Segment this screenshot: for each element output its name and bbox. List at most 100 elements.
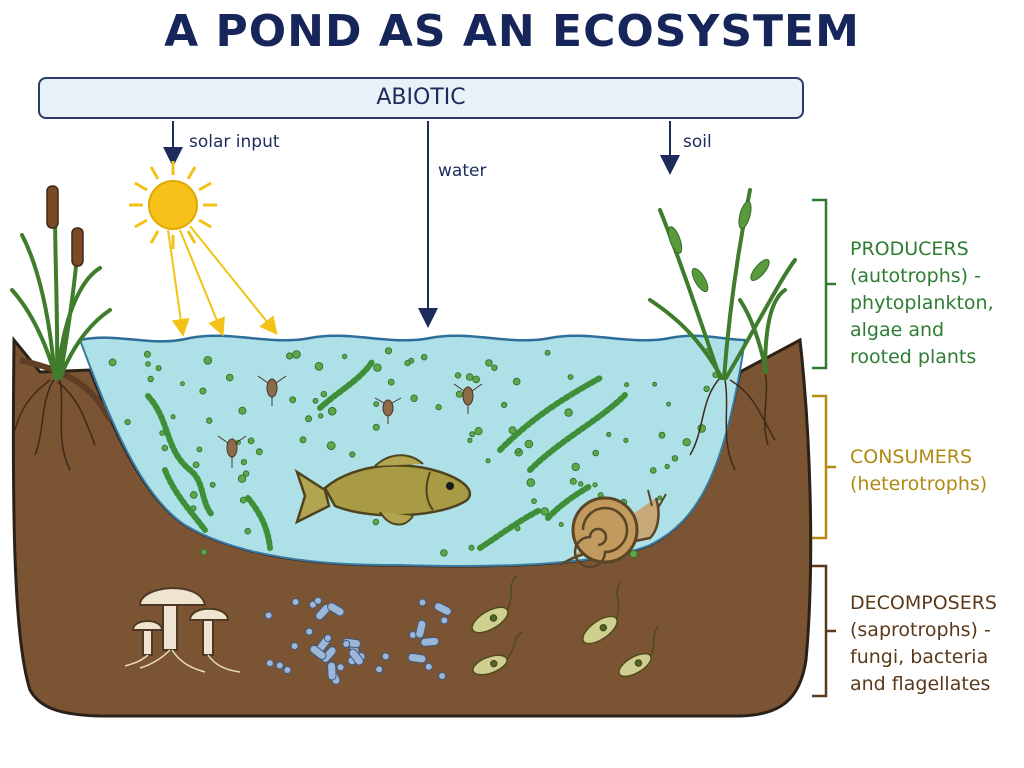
bacterium-coccus: [375, 665, 384, 674]
sun-ray: [198, 181, 212, 192]
phytoplankton-cell: [247, 437, 255, 445]
sun-ray: [186, 230, 197, 244]
bacterium-coccus: [291, 598, 300, 606]
phytoplankton-cell: [237, 474, 247, 483]
phytoplankton-cell: [467, 437, 473, 443]
phytoplankton-cell: [327, 406, 337, 416]
consumers-line: (heterotrophs): [850, 473, 988, 495]
group-brackets: [812, 198, 836, 698]
phytoplankton-cell: [200, 548, 208, 556]
phytoplankton-cell: [143, 350, 151, 358]
phytoplankton-cell: [558, 522, 564, 528]
phytoplankton-cell: [649, 467, 657, 474]
phytoplankton-cell: [512, 377, 521, 386]
phytoplankton-cell: [161, 444, 168, 452]
phytoplankton-cell: [155, 365, 162, 372]
phytoplankton-cell: [205, 417, 213, 424]
phytoplankton-cell: [373, 401, 380, 408]
phytoplankton-cell: [485, 458, 491, 464]
bacterium-coccus: [438, 672, 447, 680]
algae-filaments: [145, 359, 628, 551]
bacterium-coccus: [418, 598, 427, 607]
bacterium-rod: [407, 652, 427, 664]
consumers-bracket: [812, 394, 836, 540]
phytoplankton-cell: [468, 544, 475, 551]
phytoplankton-cell: [147, 375, 154, 383]
phytoplankton-cell: [238, 406, 247, 415]
phytoplankton-cell: [410, 394, 418, 402]
phytoplankton-cell: [472, 375, 481, 384]
decomposers-line: fungi, bacteria: [850, 646, 989, 668]
phytoplankton-cell: [312, 397, 319, 404]
phytoplankton-cell: [285, 352, 294, 360]
phytoplankton-cell: [240, 458, 247, 466]
sun-ray: [134, 181, 148, 192]
bacterium-coccus: [290, 642, 299, 651]
consumers-text: CONSUMERS (heterotrophs): [850, 444, 987, 498]
consumers-heading: CONSUMERS: [850, 446, 973, 468]
water-label: water: [438, 161, 487, 181]
phytoplankton-cell: [652, 381, 657, 387]
phytoplankton-cell: [500, 401, 508, 408]
phytoplankton-cell: [658, 431, 666, 439]
phytoplankton-cell: [124, 418, 131, 426]
decomposers-line: and flagellates: [850, 673, 991, 695]
bacterium-coccus: [314, 596, 322, 605]
producers-line: (autotrophs) -: [850, 265, 981, 287]
phytoplankton-cell: [666, 401, 671, 407]
phytoplankton-cell: [531, 498, 537, 505]
bacterium-coccus: [381, 652, 390, 661]
phytoplankton-cell: [491, 364, 498, 371]
phytoplankton-cell: [372, 518, 380, 526]
phytoplankton-cell: [180, 381, 185, 387]
sun: [129, 161, 278, 337]
phytoplankton-cell: [255, 448, 263, 456]
soil-label: soil: [683, 132, 712, 152]
producers-text: PRODUCERS (autotrophs) - phytoplankton, …: [850, 236, 994, 371]
phytoplankton-cell: [225, 373, 234, 382]
phytoplankton-cell: [320, 390, 327, 398]
snail: [559, 489, 667, 569]
phytoplankton-cell: [571, 462, 580, 472]
phytoplankton-cell: [485, 359, 493, 367]
mushrooms: [124, 587, 241, 673]
bacterium-coccus: [264, 611, 273, 620]
phytoplankton-cell: [578, 481, 584, 487]
phytoplankton-cell: [564, 408, 573, 417]
phytoplankton-cell: [326, 441, 336, 451]
phytoplankton-cell: [569, 477, 577, 485]
producers-heading: PRODUCERS: [850, 238, 969, 260]
phytoplankton-cell: [524, 439, 534, 449]
abiotic-arrows: [163, 121, 680, 328]
phytoplankton-cell: [455, 390, 463, 398]
bacterium-coccus: [275, 661, 284, 670]
right-plants: [648, 188, 797, 471]
phytoplankton-cell: [387, 378, 395, 386]
bacterium-rod: [327, 661, 337, 681]
bacterium-rod: [433, 602, 452, 616]
phytoplankton-cell: [592, 482, 598, 488]
phytoplankton-cell: [544, 349, 551, 356]
phytoplankton-cell: [435, 404, 442, 411]
phytoplankton-cell: [190, 491, 198, 499]
phytoplankton-cell: [606, 431, 612, 438]
phytoplankton-cell: [349, 451, 356, 458]
bacterium-coccus: [283, 666, 292, 674]
producers-line: rooted plants: [850, 346, 977, 368]
left-plants: [10, 185, 112, 471]
phytoplankton-cell: [440, 549, 448, 557]
flagellates: [471, 575, 660, 678]
producers-line: phytoplankton,: [850, 292, 994, 314]
phytoplankton-cell: [671, 455, 679, 462]
phytoplankton-cell: [421, 354, 428, 361]
sun-ray: [149, 230, 160, 244]
decomposers-heading: DECOMPOSERS: [850, 592, 997, 614]
phytoplankton-cell: [664, 463, 670, 470]
solar-input-label: solar input: [189, 132, 280, 152]
bacterium-rod: [327, 602, 345, 617]
phytoplankton-cell: [242, 470, 250, 477]
phytoplankton-cell: [629, 549, 638, 559]
phytoplankton-cell: [192, 461, 200, 469]
phytoplankton-cell: [508, 426, 517, 435]
